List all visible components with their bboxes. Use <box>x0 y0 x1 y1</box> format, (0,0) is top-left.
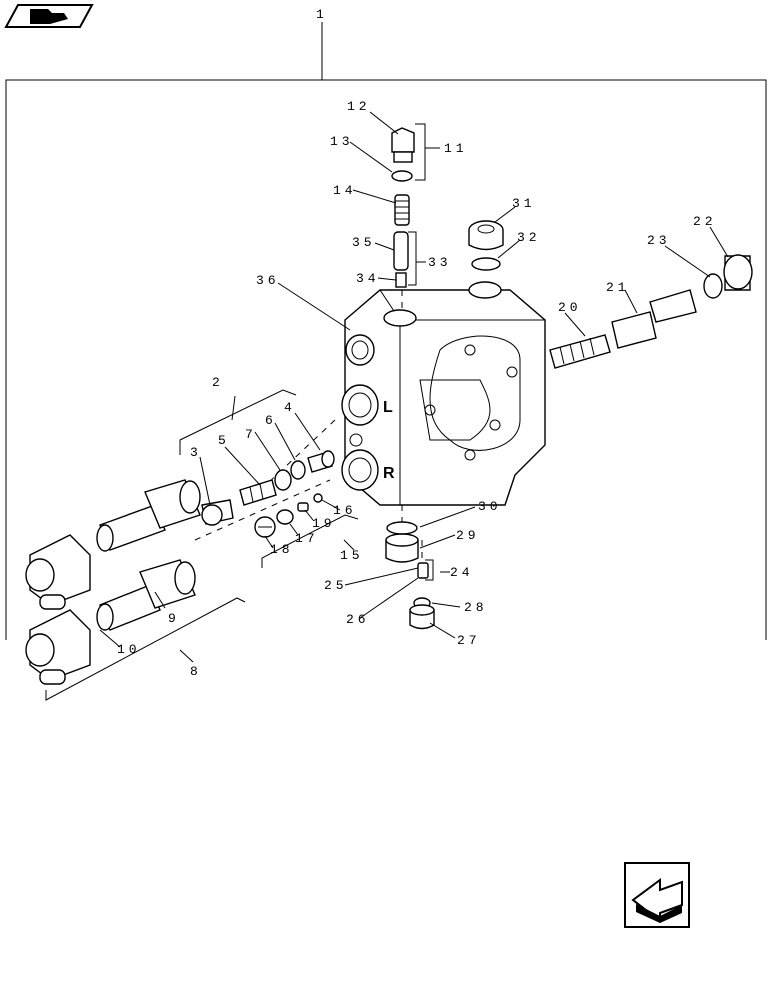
label-17: 17 <box>295 531 319 546</box>
leader-lines <box>99 111 729 663</box>
relief-valve-parts <box>254 493 323 538</box>
label-12: 12 <box>347 99 371 114</box>
label-10: 10 <box>117 642 141 657</box>
label-24: 24 <box>450 565 474 580</box>
left-spool-parts <box>201 419 336 526</box>
label-4: 4 <box>284 400 296 415</box>
label-18: 18 <box>270 542 294 557</box>
top-parts <box>391 127 415 310</box>
label-21: 21 <box>606 280 630 295</box>
right-spool-parts <box>549 254 753 369</box>
label-29: 29 <box>456 528 480 543</box>
previous-page-arrow-icon[interactable] <box>624 862 690 928</box>
group-brackets <box>45 123 434 701</box>
label-34: 34 <box>356 271 380 286</box>
label-22: 22 <box>693 214 717 229</box>
label-30: 30 <box>478 499 502 514</box>
bottom-center-parts <box>385 505 435 630</box>
label-16: 16 <box>333 503 357 518</box>
callout-labels: 1 12 13 11 14 31 22 32 35 23 33 36 34 21… <box>117 7 717 679</box>
port-mark-R: R <box>383 465 395 482</box>
right-top-parts <box>468 220 504 271</box>
label-19: 19 <box>312 516 336 531</box>
label-35: 35 <box>352 235 376 250</box>
label-25: 25 <box>324 578 348 593</box>
label-33: 33 <box>428 255 452 270</box>
label-1: 1 <box>316 7 328 22</box>
label-27: 27 <box>457 633 481 648</box>
label-23: 23 <box>647 233 671 248</box>
label-20: 20 <box>558 300 582 315</box>
label-13: 13 <box>330 134 354 149</box>
label-7: 7 <box>245 427 257 442</box>
assembly-bracket <box>5 22 767 640</box>
label-26: 26 <box>346 612 370 627</box>
label-2: 2 <box>212 375 224 390</box>
label-5: 5 <box>218 433 230 448</box>
book-page-icon[interactable] <box>4 4 94 28</box>
label-32: 32 <box>517 230 541 245</box>
label-3: 3 <box>190 445 202 460</box>
cartridge-parts <box>25 479 331 685</box>
label-36: 36 <box>256 273 280 288</box>
label-28: 28 <box>464 600 488 615</box>
label-6: 6 <box>265 413 277 428</box>
label-15: 15 <box>340 548 364 563</box>
label-14: 14 <box>333 183 357 198</box>
valve-body: L R <box>341 281 546 506</box>
port-mark-L: L <box>383 399 393 416</box>
label-31: 31 <box>512 196 536 211</box>
label-9: 9 <box>168 611 180 626</box>
label-11: 11 <box>444 141 468 156</box>
label-8: 8 <box>190 664 202 679</box>
